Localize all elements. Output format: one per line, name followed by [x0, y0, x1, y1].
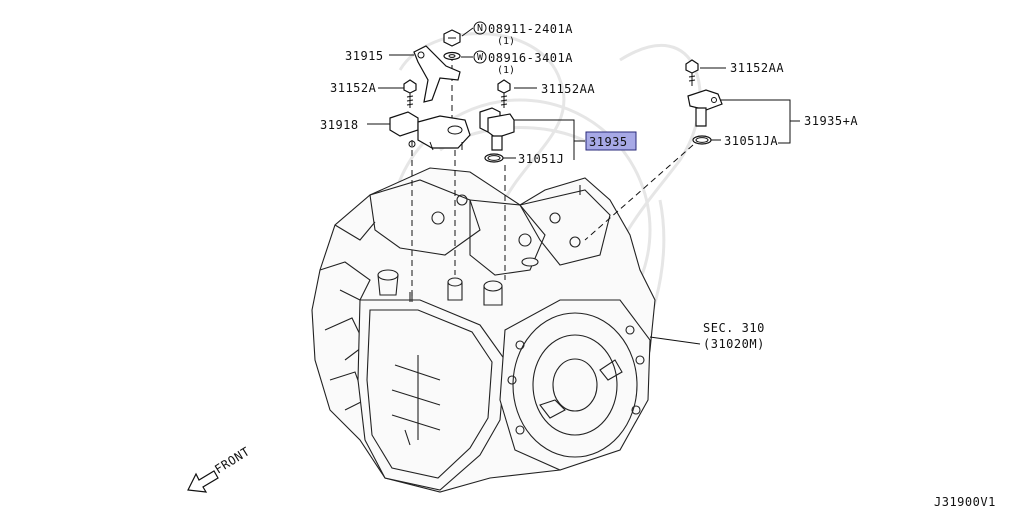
sensor-mid-highlight[interactable]: [585, 131, 637, 151]
oring-mid-part-number: 31051J: [518, 152, 564, 166]
bolt-right-part: [685, 59, 699, 86]
bolt-mid-part-number: 31152AA: [541, 82, 595, 96]
washer-part-number: 08916-3401A: [488, 51, 573, 65]
nut-marker-circle: [473, 21, 487, 35]
transmission-assembly: [311, 167, 656, 493]
oring-mid-part: [484, 153, 504, 163]
nut-quantity: (1): [497, 36, 515, 47]
sensor-left-part-number: 31918: [320, 118, 359, 132]
nut-marker: N: [477, 23, 483, 34]
nut-part: [443, 29, 461, 47]
section-reference: SEC. 310: [703, 321, 765, 335]
oring-right-part: [692, 135, 712, 145]
washer-quantity: (1): [497, 65, 515, 76]
sensor-right-part: [687, 89, 723, 127]
bolt-left-part: [403, 79, 417, 108]
oring-right-part-number: 31051JA: [724, 134, 778, 148]
bolt-left-part-number: 31152A: [330, 81, 377, 95]
washer-marker: W: [477, 52, 484, 63]
front-arrow-icon: [187, 470, 219, 493]
nut-part-number: 08911-2401A: [488, 22, 573, 36]
section-part-number: (31020M): [703, 337, 765, 351]
bolt-right-part-number: 31152AA: [730, 61, 784, 75]
front-label: FRONT: [212, 444, 252, 476]
leader-lines: [367, 27, 800, 345]
sensor-right-part-number: 31935+A: [804, 114, 858, 128]
figure-code: J31900V1: [934, 495, 996, 509]
sensor-mid-part: [479, 107, 515, 151]
sensor-left-part: [389, 111, 471, 151]
washer-marker-circle: [473, 50, 487, 64]
bracket-part-number: 31915: [345, 49, 384, 63]
bolt-mid-part: [497, 79, 511, 108]
washer-part: [443, 51, 461, 61]
bracket-part: [413, 45, 461, 103]
sensor-mid-part-number[interactable]: 31935: [589, 135, 628, 149]
assembly-guide-lines: [411, 55, 694, 300]
